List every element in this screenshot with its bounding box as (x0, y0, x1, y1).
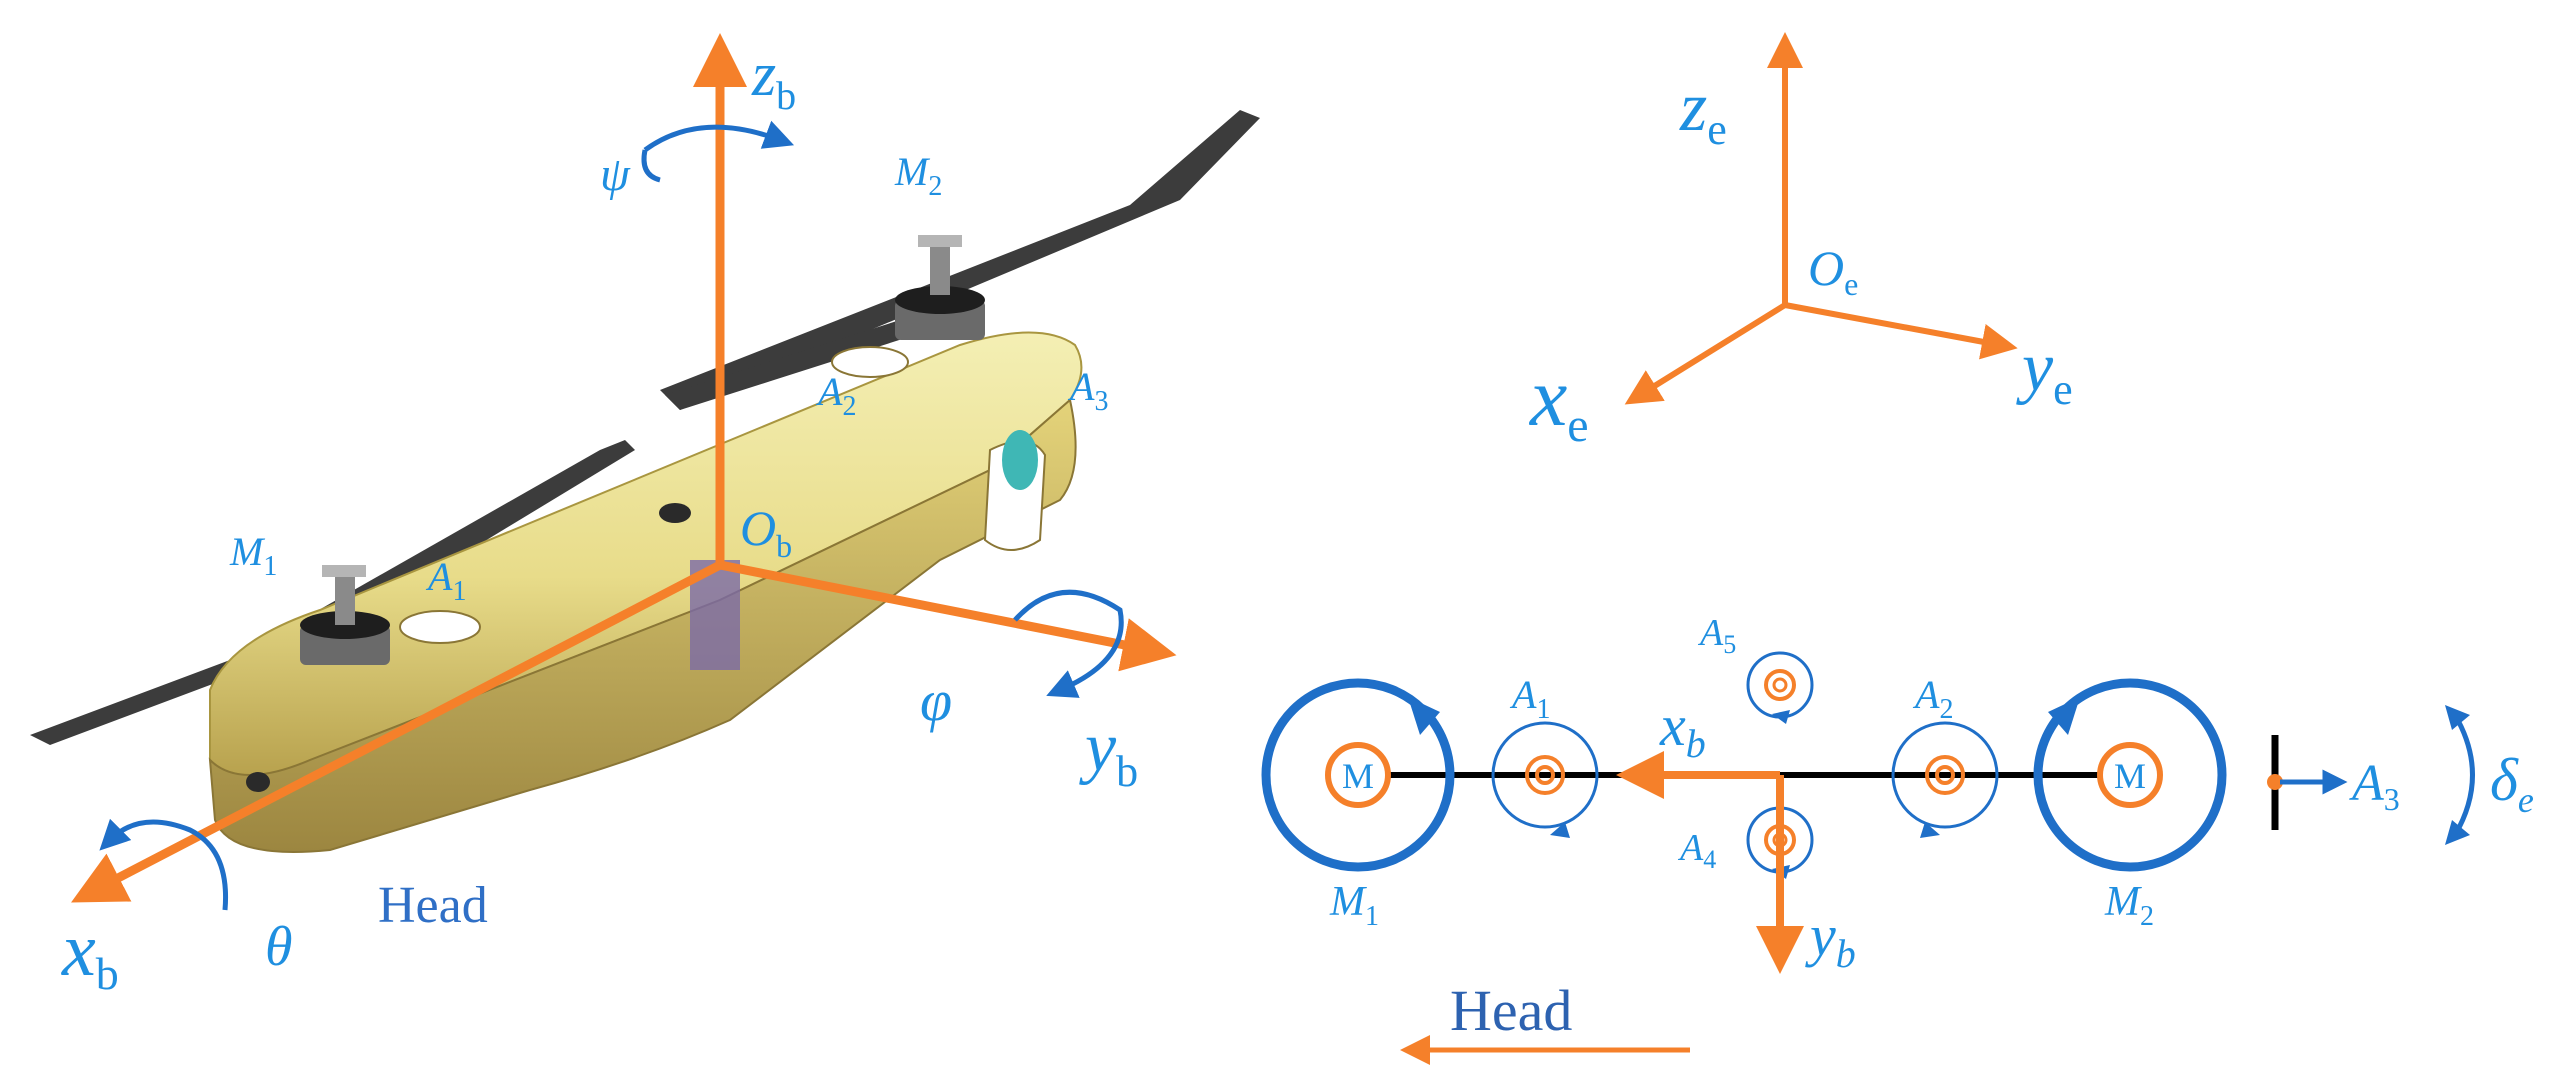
earth-frame: ze Oe ye xe (1528, 32, 2073, 452)
m2-rotation-circle (2033, 678, 2227, 872)
oe-label: Oe (1808, 240, 1858, 302)
ob-label: Ob (740, 500, 792, 564)
a5-outer (1764, 669, 1796, 701)
yb-axis (719, 560, 1177, 672)
xe-axis (1624, 302, 1787, 405)
phi-label: φ (920, 668, 952, 733)
a3-label-top: A3 (2349, 755, 2400, 817)
a2-label: A2 (815, 369, 856, 422)
head-label-top: Head (1450, 978, 1572, 1043)
rear-rotor-hub (895, 235, 985, 340)
a1-label: A1 (425, 554, 466, 607)
m1-motor-symbol (1325, 742, 1391, 808)
zb-label: zb (751, 41, 796, 118)
top-hole-1 (399, 610, 481, 644)
a2-outer (1925, 755, 1965, 795)
delta-e-arrowhead-top (2445, 705, 2470, 730)
m1-label-top: M1 (1329, 879, 1379, 932)
psi-label: ψ (600, 148, 631, 201)
delta-e-arrowhead-bottom (2445, 820, 2470, 845)
yb-label: yb (1079, 709, 1138, 796)
m2-label-top: M2 (2104, 879, 2154, 932)
a1-outer (1525, 755, 1565, 795)
xb-label: xb (61, 908, 119, 999)
ye-label: ye (2016, 329, 2073, 414)
top-hole-2 (831, 346, 909, 378)
fuselage-side (208, 398, 1077, 853)
aircraft-3d-view (30, 110, 1260, 853)
a1-rotation-arrowhead (1550, 822, 1570, 838)
rear-rotor-blade-front (660, 110, 1260, 410)
nose-sensor (246, 772, 270, 792)
delta-e-label: δe (2490, 747, 2534, 820)
a5-label-top: A5 (1697, 612, 1736, 659)
top-view: M M A5 (1261, 612, 2534, 1065)
rear-rotor-blade-left (665, 320, 915, 410)
a4-label-top: A4 (1677, 827, 1716, 874)
a2-rotation-circle (1891, 721, 1999, 829)
ye-axis (1784, 302, 2018, 360)
a1-rotation-circle (1491, 721, 1599, 829)
ze-label: ze (1679, 69, 1727, 154)
theta-label: θ (265, 916, 293, 978)
a1-label-top: A1 (1509, 672, 1550, 725)
a3-label: A3 (1067, 364, 1108, 417)
m2-motor-letter: M (2114, 756, 2146, 796)
m2-label: M2 (894, 149, 942, 202)
a2-label-top: A2 (1912, 672, 1953, 725)
m2-motor-symbol (2097, 742, 2163, 808)
psi-rotation-tail (641, 149, 661, 183)
m1-motor-letter: M (1342, 756, 1374, 796)
xe-label: xe (1528, 351, 1589, 452)
m1-label: M1 (229, 529, 277, 582)
front-rotor-hub (300, 565, 390, 665)
a2-inner (1935, 765, 1955, 785)
a2-rotation-arrowhead (1920, 822, 1940, 838)
a5-rotation-circle (1746, 651, 1814, 719)
a3-tail-dot (2267, 774, 2283, 790)
yb-label-top: yb (1805, 903, 1856, 976)
m1-rotation-arrowhead (1408, 697, 1440, 735)
xb-label-top: xb (1659, 693, 1706, 766)
delta-e-rotation-arrow (2452, 713, 2475, 837)
tail-fan (1002, 430, 1038, 490)
head-label-3d: Head (378, 877, 488, 934)
a1-inner (1535, 765, 1555, 785)
psi-rotation-arrow (643, 120, 795, 153)
top-camera (659, 503, 691, 523)
a5-inner (1772, 677, 1788, 693)
theta-rotation-arrow (99, 818, 229, 911)
a5-rotation-arrowhead (1772, 710, 1790, 724)
m2-rotation-arrowhead (2048, 697, 2080, 735)
phi-rotation-arrow (1013, 589, 1124, 698)
m1-rotation-circle (1261, 678, 1455, 872)
